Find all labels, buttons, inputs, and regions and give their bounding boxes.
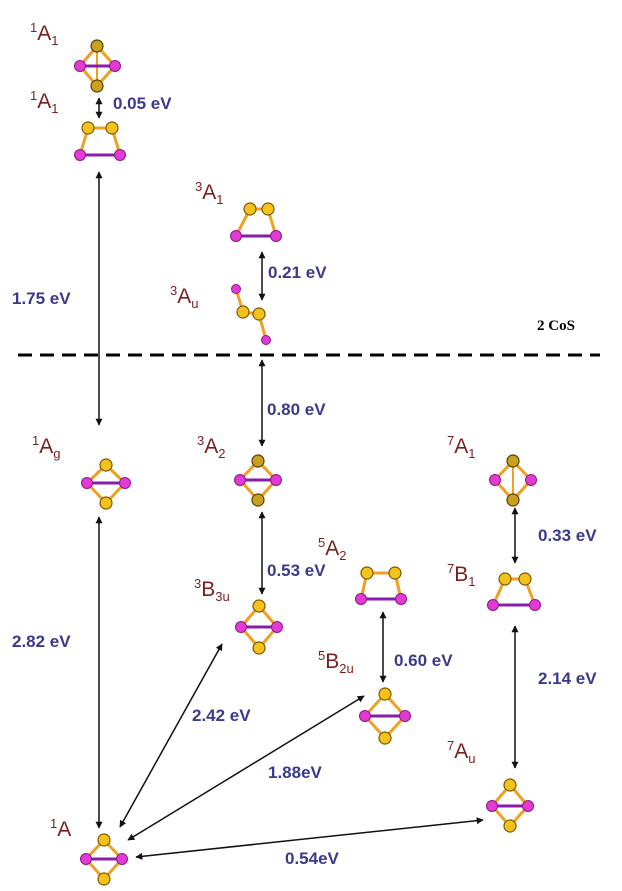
structure-3A2 [234, 454, 282, 507]
energy-label-0.60: 0.60 eV [394, 651, 453, 670]
energy-label-2.14: 2.14 eV [538, 669, 597, 688]
structures [74, 39, 541, 886]
structure-3B3u [235, 599, 283, 655]
energy-labels: 0.05 eV 1.75 eV 0.21 eV 0.80 eV 2.82 eV … [12, 94, 597, 868]
state-label-3A1: 3A1 [195, 179, 223, 207]
energy-label-1.88: 1.88eV [268, 763, 323, 782]
state-label-3B3u: 3B3u [194, 576, 230, 604]
state-label-7B1: 7B1 [447, 561, 475, 589]
energy-label-0.53: 0.53 eV [267, 561, 326, 580]
energy-label-0.21: 0.21 eV [268, 263, 327, 282]
arrow-0.54 [135, 817, 484, 860]
energy-label-1.75: 1.75 eV [12, 289, 71, 308]
arrow-2.42 [119, 643, 223, 828]
state-label-7A1: 7A1 [447, 433, 475, 461]
structure-7Au [486, 778, 534, 833]
structure-3Au [231, 284, 271, 345]
state-label-1A: 1A [50, 816, 71, 841]
state-label-1A1-top: 1A1 [30, 20, 58, 48]
structure-1A [80, 833, 128, 886]
structure-5B2u [359, 687, 411, 745]
structure-5A2 [355, 566, 407, 605]
structure-7B1 [487, 572, 541, 611]
energy-label-0.54: 0.54eV [285, 849, 340, 868]
state-label-3Au: 3Au [170, 283, 198, 311]
state-label-5A2: 5A2 [318, 535, 346, 563]
state-label-5B2u: 5B2u [318, 648, 354, 676]
state-label-1A1-second: 1A1 [30, 88, 58, 116]
energy-label-2.82: 2.82 eV [12, 632, 71, 651]
state-label-7Au: 7Au [447, 738, 475, 766]
energy-label-0.33: 0.33 eV [538, 526, 597, 545]
structure-1Ag [81, 458, 131, 510]
energy-label-0.80: 0.80 eV [267, 400, 326, 419]
arrow-1.88 [127, 695, 365, 841]
structure-1A1-top [74, 39, 121, 93]
dissociation-limit-label: 2 CoS [537, 318, 575, 334]
energy-label-2.42: 2.42 eV [192, 706, 251, 725]
structure-7A1 [489, 454, 537, 507]
structure-3A1 [230, 202, 282, 242]
structure-1A1-second [74, 121, 126, 161]
state-label-1Ag: 1Ag [32, 433, 60, 461]
energy-label-0.05: 0.05 eV [113, 94, 172, 113]
state-label-3A2: 3A2 [197, 433, 225, 461]
transition-arrows [95, 97, 519, 860]
state-labels: 1A1 1A1 3A1 3Au 1Ag 3A2 7A1 5A2 7B1 3B3u… [30, 20, 475, 841]
